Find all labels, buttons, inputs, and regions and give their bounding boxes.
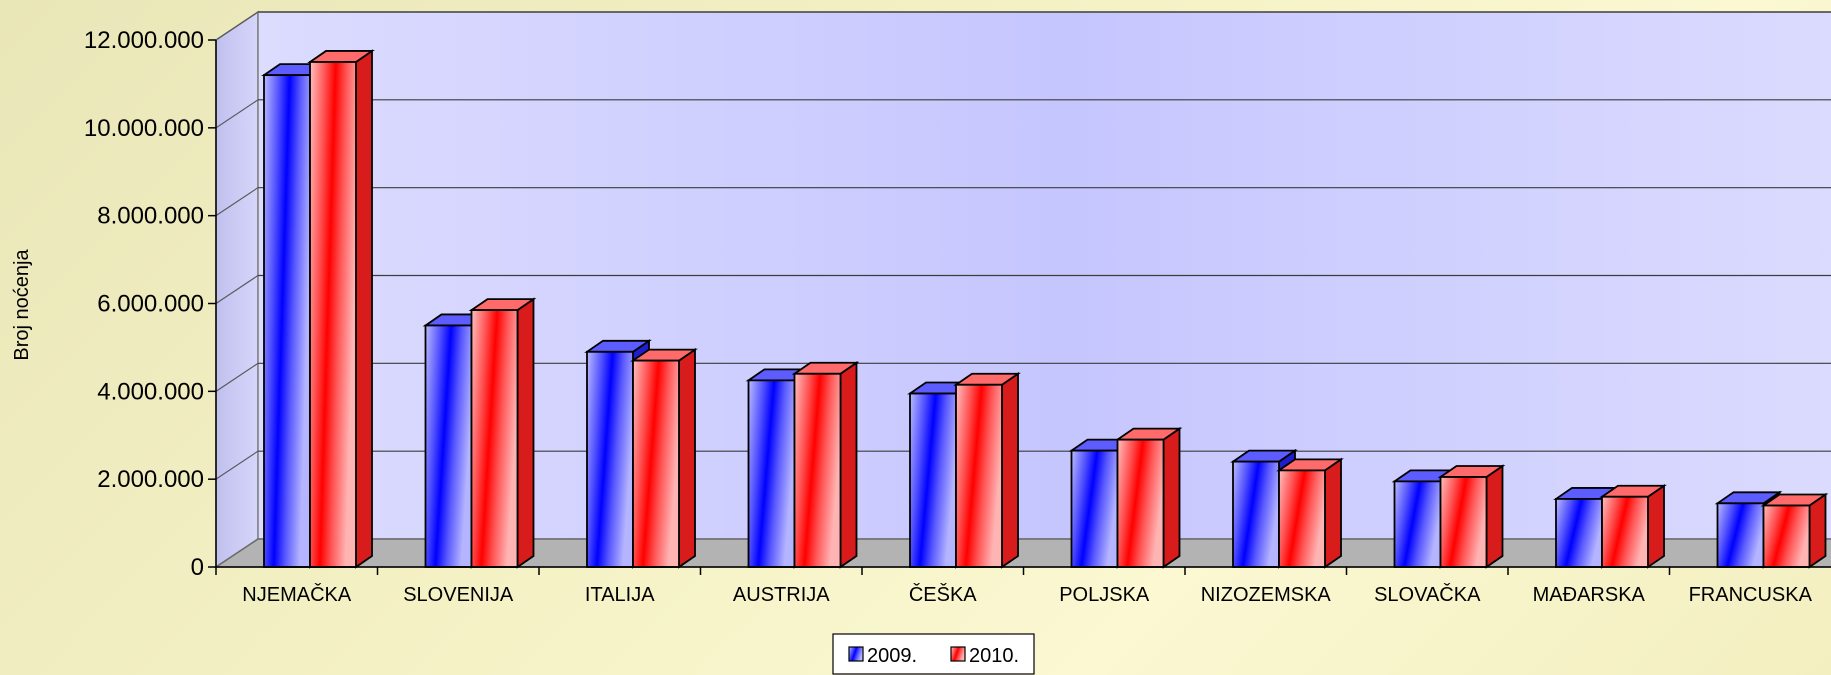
y-tick-label: 6.000.000 (97, 291, 204, 318)
bar-red (307, 49, 375, 569)
legend-swatch (848, 646, 864, 662)
y-tick-label: 12.000.000 (84, 27, 204, 54)
legend-box (832, 633, 1035, 675)
bar-red (1114, 426, 1183, 569)
bar-red (630, 347, 698, 569)
legend-label: 2010. (969, 645, 1019, 667)
legend: 2009. 2010. (832, 633, 1035, 675)
bar-red (1599, 484, 1667, 569)
gridline-side (215, 275, 259, 304)
legend-swatch (950, 646, 966, 662)
gridline-side (215, 99, 259, 129)
gridline-side (215, 362, 259, 392)
bar-red (791, 361, 860, 569)
bars (261, 49, 1829, 569)
x-category-label: ČEŠKA (909, 583, 977, 606)
y-axis-title: Broj noćenja (11, 249, 33, 361)
bar-red (1276, 457, 1344, 569)
x-category-label: AUSTRIJA (733, 584, 830, 606)
legend-label: 2009. (867, 645, 917, 667)
bar-red (1760, 492, 1829, 569)
x-category-label: MAĐARSKA (1533, 584, 1646, 606)
x-category-label: ITALIJA (585, 584, 655, 606)
x-axis: NJEMAČKA SLOVENIJA ITALIJA AUSTRIJA ČEŠKA POL… (215, 566, 1831, 606)
x-category-label: POLJSKA (1059, 584, 1150, 606)
y-axis: 0 2.000.000 4.000.000 6.000.000 8.000.000 10.… (84, 27, 217, 581)
y-tick-label: 2.000.000 (97, 466, 204, 493)
bar-red (468, 297, 537, 569)
y-tick-label: 4.000.000 (97, 378, 204, 405)
x-category-label: NJEMAČKA (242, 583, 352, 606)
y-tick-label: 0 (191, 554, 204, 581)
bar-red (953, 372, 1021, 569)
x-category-label: SLOVENIJA (403, 584, 514, 606)
bar-red (1437, 464, 1506, 569)
gridline-side (215, 11, 259, 41)
y-tick-label: 8.000.000 (97, 203, 204, 230)
gridline-side (215, 187, 259, 217)
y-tick-label: 10.000.000 (84, 115, 204, 142)
gridline-side (215, 450, 259, 480)
x-category-label: SLOVAČKA (1374, 583, 1481, 606)
x-category-label: FRANCUSKA (1689, 584, 1813, 606)
x-category-label: NIZOZEMSKA (1201, 584, 1332, 606)
